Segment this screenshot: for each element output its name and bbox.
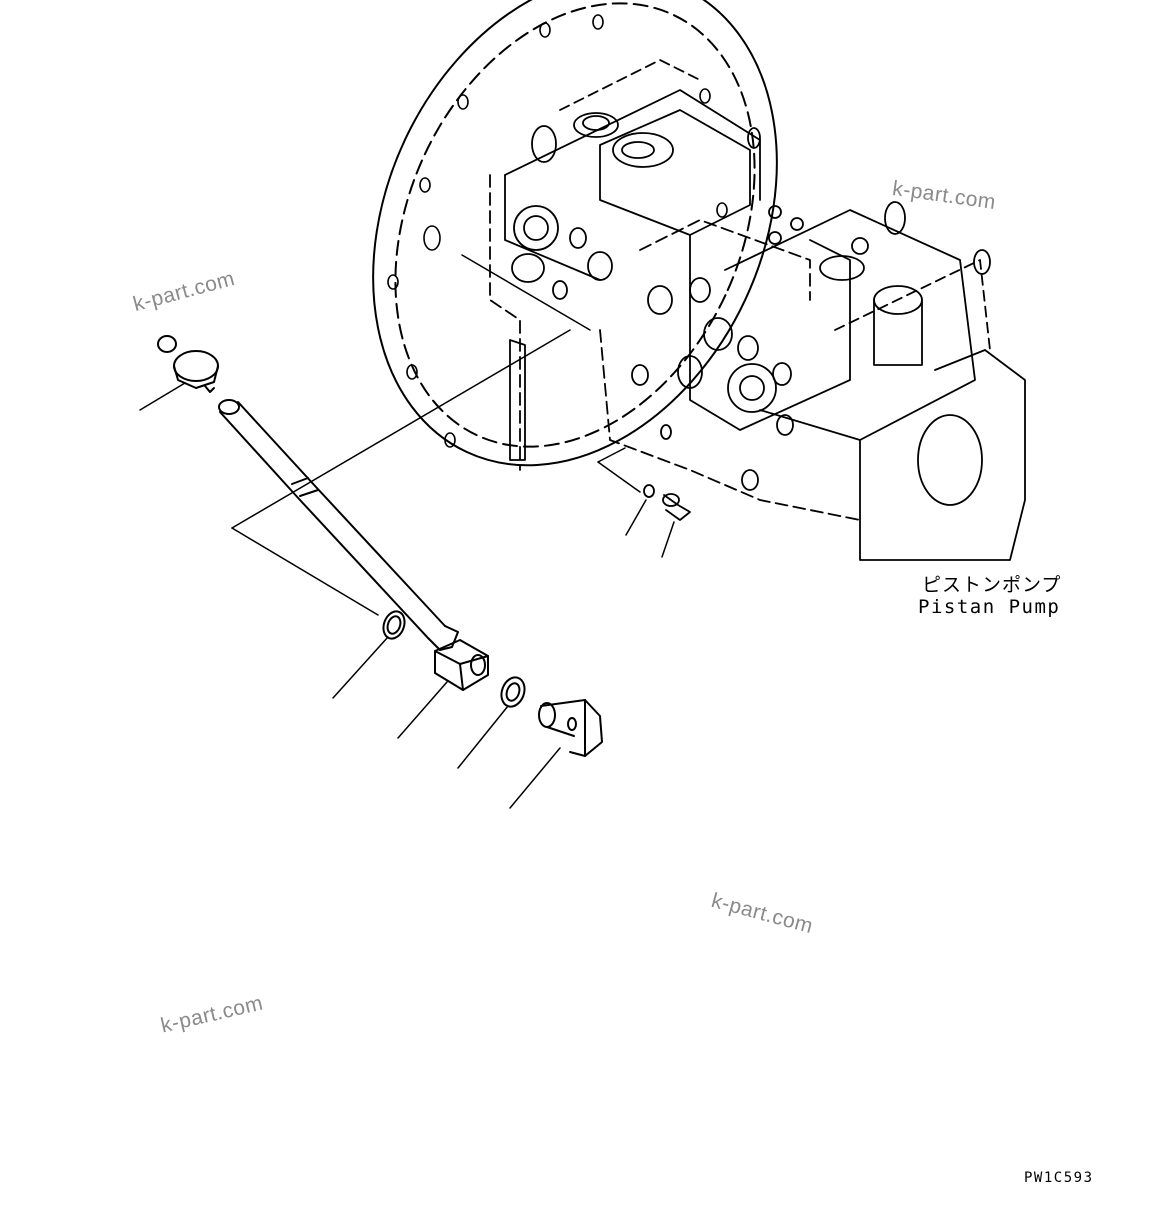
o-ring-lower xyxy=(500,676,526,708)
banjo-eye xyxy=(434,639,489,691)
flange-inner xyxy=(394,2,756,448)
pump-fittings xyxy=(511,112,991,491)
pipe xyxy=(218,399,459,651)
banjo-bolt xyxy=(538,699,603,757)
leader-lines xyxy=(139,254,675,809)
o-ring-upper xyxy=(382,610,406,640)
pump-housing xyxy=(489,59,1026,561)
flange-bolt-holes xyxy=(387,14,728,448)
drawing-code: PW1C593 xyxy=(1024,1170,1094,1186)
flange-outer xyxy=(372,0,778,467)
part-name-japanese: ピストンポンプ xyxy=(922,574,1062,596)
breather-cap xyxy=(157,335,219,393)
pump-oring-and-plug xyxy=(643,484,691,521)
piston-pump-assembly xyxy=(372,0,1026,561)
part-name-english: Pistan Pump xyxy=(918,596,1061,618)
